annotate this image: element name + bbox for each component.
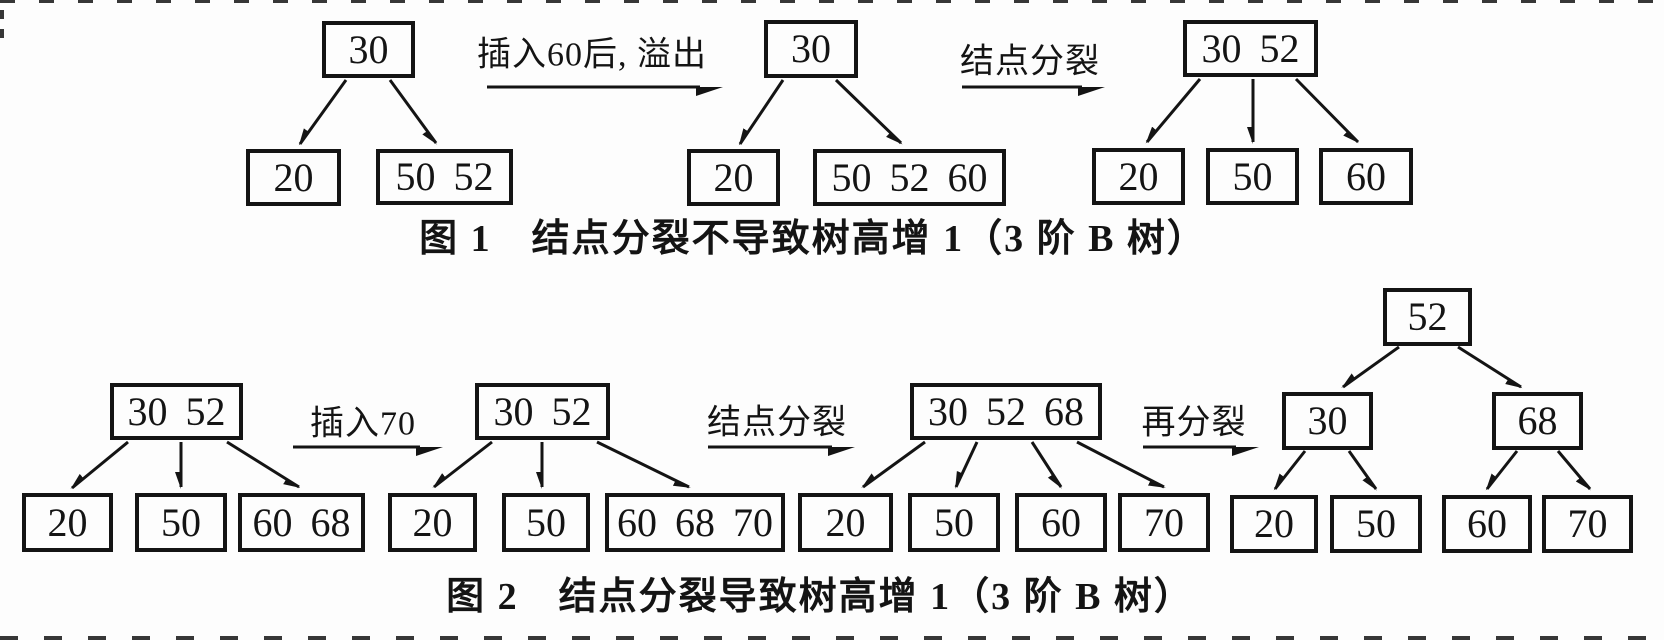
transition-label: 结点分裂 xyxy=(707,404,847,442)
tree-node-label: 50 xyxy=(161,499,201,545)
tree-node-label: 70 xyxy=(1567,501,1608,546)
figure2-caption: 图 2 结点分裂导致树高增 1（3 阶 B 树） xyxy=(446,576,1194,618)
tree-node-box: 50 xyxy=(1206,148,1299,205)
tree-node-box: 30 52 xyxy=(110,383,243,440)
tree-node-box: 20 xyxy=(1092,148,1185,205)
tree-edge-arrow xyxy=(863,440,926,489)
figure1-caption: 图 1 结点分裂不导致树高增 1（3 阶 B 树） xyxy=(419,218,1207,260)
tree-node-label: 20 xyxy=(1118,153,1159,199)
tree-node-box: 30 xyxy=(322,21,415,78)
transition-label: 再分裂 xyxy=(1141,404,1247,442)
tree-node-box: 70 xyxy=(1118,493,1210,552)
tree-node-label: 70 xyxy=(1144,499,1184,545)
tree-node-box: 50 xyxy=(1330,495,1422,553)
tree-node-box: 20 xyxy=(388,493,477,552)
tree-node-box: 30 xyxy=(1282,392,1373,450)
tree-edge-arrow xyxy=(434,440,493,487)
transition-label: 结点分裂 xyxy=(960,43,1100,81)
tree-node-box: 60 xyxy=(1319,148,1413,205)
tree-node-label: 30 52 xyxy=(1201,25,1300,71)
tree-node-label: 20 xyxy=(47,499,88,545)
tree-node-label: 50 xyxy=(934,499,974,545)
tree-node-box: 60 xyxy=(1015,493,1107,552)
tree-edge-arrow xyxy=(1487,450,1519,489)
tree-node-box: 20 xyxy=(246,149,341,206)
tree-node-box: 70 xyxy=(1542,495,1633,553)
tree-edge-arrow xyxy=(1275,450,1307,489)
tree-node-label: 60 68 xyxy=(252,499,351,545)
tree-edge-arrow xyxy=(1347,450,1378,489)
tree-node-label: 30 52 xyxy=(493,388,592,434)
tree-edge-arrow xyxy=(388,79,438,143)
tree-edge-arrow xyxy=(1076,440,1164,489)
tree-node-label: 50 xyxy=(526,499,566,545)
tree-node-label: 60 xyxy=(1467,501,1507,546)
tree-node-label: 68 xyxy=(1517,398,1558,443)
tree-node-label: 50 xyxy=(1356,501,1396,546)
tree-node-box: 50 52 xyxy=(376,149,513,205)
tree-node-box: 30 xyxy=(764,20,858,78)
tree-node-box: 30 52 xyxy=(475,383,610,440)
tree-node-box: 50 xyxy=(135,493,227,552)
tree-node-box: 60 68 xyxy=(238,493,365,552)
tree-node-label: 30 52 68 xyxy=(928,388,1084,434)
tree-edge-arrow xyxy=(954,441,979,487)
tree-node-box: 20 xyxy=(798,493,893,552)
tree-edge-arrow xyxy=(1030,441,1063,487)
tree-node-box: 52 xyxy=(1383,288,1472,346)
tree-node-box: 60 xyxy=(1442,495,1532,553)
tree-node-label: 20 xyxy=(273,154,314,200)
tree-node-box: 60 68 70 xyxy=(605,493,785,552)
tree-node-label: 20 xyxy=(713,154,754,200)
tree-edge-arrow xyxy=(72,440,129,488)
tree-node-box: 20 xyxy=(687,149,780,206)
tree-node-label: 52 xyxy=(1407,294,1448,339)
tree-edge-arrow xyxy=(1294,77,1358,142)
tree-node-box: 30 52 68 xyxy=(910,383,1102,440)
tree-node-box: 30 52 xyxy=(1183,20,1318,77)
transition-label: 插入60后, 溢出 xyxy=(477,36,707,74)
tree-node-label: 30 xyxy=(1307,398,1348,443)
tree-node-label: 50 52 xyxy=(395,154,494,199)
transition-label: 插入70 xyxy=(310,405,416,443)
tree-node-label: 30 xyxy=(348,26,389,72)
tree-edge-arrow xyxy=(298,79,348,144)
tree-edge-arrow xyxy=(1457,345,1521,389)
tree-node-label: 30 52 xyxy=(127,388,226,434)
tree-node-label: 20 xyxy=(1254,501,1294,546)
tree-node-label: 20 xyxy=(412,499,453,545)
tree-node-box: 50 52 60 xyxy=(813,149,1006,206)
tree-node-label: 50 xyxy=(1232,153,1273,199)
tree-edge-arrow xyxy=(1556,450,1590,489)
tree-node-box: 50 xyxy=(908,493,1000,552)
tree-edge-arrow xyxy=(1343,345,1400,389)
tree-edge-arrow xyxy=(738,79,785,144)
tree-node-label: 60 68 70 xyxy=(617,499,773,545)
tree-node-label: 50 52 60 xyxy=(831,154,988,200)
tree-node-label: 60 xyxy=(1041,499,1081,545)
tree-edge-arrow xyxy=(226,440,299,489)
tree-edge-arrow xyxy=(834,78,901,143)
tree-edge-arrow xyxy=(596,440,689,489)
tree-node-box: 20 xyxy=(1230,495,1318,553)
tree-node-label: 20 xyxy=(825,499,866,545)
tree-node-label: 60 xyxy=(1346,153,1386,199)
tree-node-label: 30 xyxy=(791,26,831,71)
tree-edge-arrow xyxy=(1147,78,1202,142)
tree-node-box: 68 xyxy=(1492,392,1583,450)
tree-node-box: 20 xyxy=(22,493,113,552)
tree-node-box: 50 xyxy=(502,493,590,552)
